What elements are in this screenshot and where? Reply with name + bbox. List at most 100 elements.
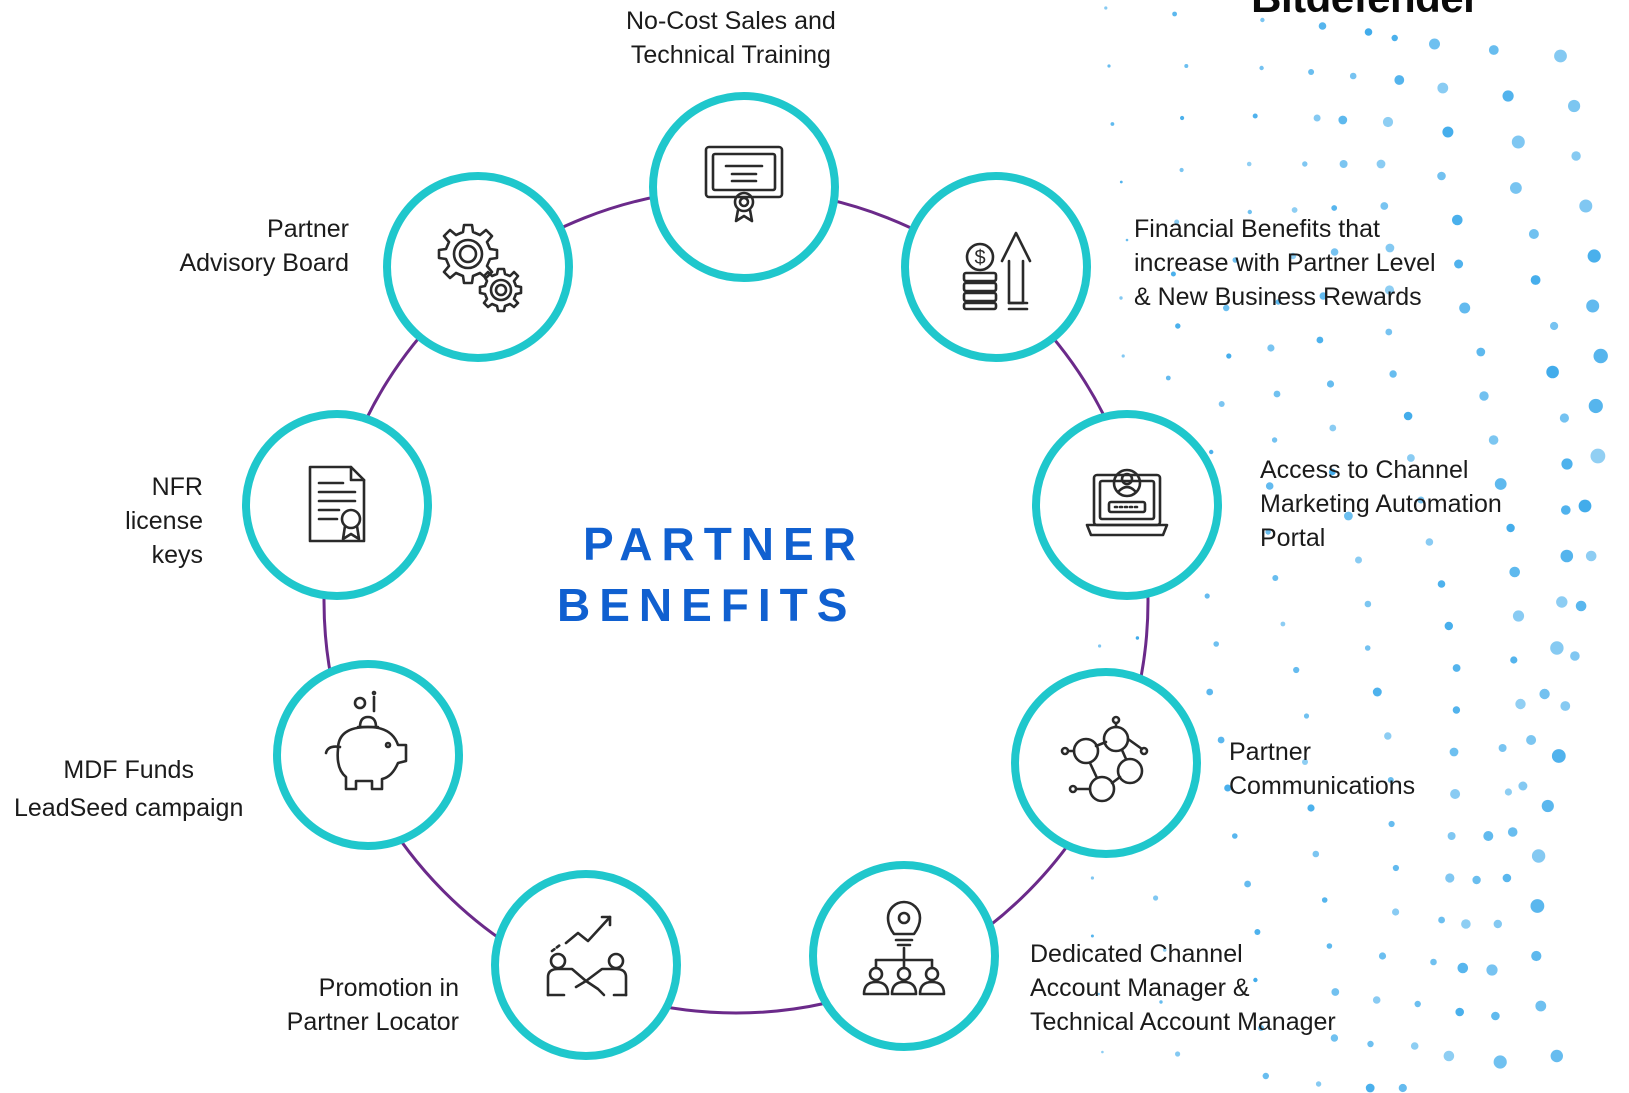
decorative-dot bbox=[1206, 688, 1214, 696]
decorative-dot bbox=[1289, 252, 1297, 260]
coins-arrow-icon: $ bbox=[962, 231, 1032, 311]
decorative-dot bbox=[1329, 424, 1337, 432]
decorative-dot bbox=[1259, 65, 1264, 71]
decorative-dot bbox=[1384, 285, 1395, 295]
node-training bbox=[649, 92, 839, 282]
decorative-dot bbox=[1586, 299, 1600, 313]
decorative-dot bbox=[1578, 499, 1592, 513]
decorative-dot bbox=[1097, 992, 1100, 996]
decorative-dot bbox=[1308, 69, 1315, 75]
decorative-dot bbox=[1593, 348, 1608, 364]
lightbulb-team-icon bbox=[862, 900, 946, 996]
decorative-dot bbox=[1443, 1050, 1455, 1062]
decorative-dot bbox=[1447, 832, 1456, 840]
decorative-dot bbox=[1175, 323, 1181, 329]
decorative-dot bbox=[1417, 496, 1425, 504]
decorative-dot bbox=[1392, 864, 1399, 872]
decorative-dot bbox=[1378, 952, 1387, 960]
decorative-dot bbox=[1452, 706, 1461, 714]
decorative-dot bbox=[1258, 1025, 1264, 1031]
decorative-dot bbox=[1389, 370, 1397, 378]
decorative-dot bbox=[1344, 511, 1353, 521]
decorative-dot bbox=[1372, 687, 1382, 697]
decorative-dot bbox=[1452, 214, 1463, 226]
decorative-dot bbox=[1398, 1083, 1407, 1093]
decorative-dot bbox=[1461, 919, 1471, 929]
decorative-dot bbox=[1414, 1000, 1421, 1008]
decorative-dot bbox=[1442, 126, 1454, 138]
decorative-dot bbox=[1302, 759, 1308, 765]
decorative-dot bbox=[1180, 115, 1185, 121]
decorative-dot bbox=[1515, 698, 1526, 710]
decorative-dot bbox=[1494, 478, 1507, 490]
decorative-dot bbox=[1364, 645, 1371, 651]
decorative-dot bbox=[1330, 1034, 1339, 1042]
svg-text:$: $ bbox=[974, 247, 985, 269]
decorative-dot bbox=[1541, 799, 1554, 813]
decorative-dot bbox=[1338, 115, 1348, 125]
decorative-dot bbox=[1556, 596, 1568, 608]
decorative-dot bbox=[1153, 895, 1159, 901]
decorative-dot bbox=[1530, 275, 1541, 285]
decorative-dot bbox=[1502, 90, 1514, 102]
handshake-growth-icon bbox=[546, 915, 628, 997]
decorative-dot bbox=[1170, 271, 1176, 277]
decorative-dot bbox=[1271, 437, 1278, 443]
decorative-dot bbox=[1506, 523, 1515, 533]
decorative-dot bbox=[1364, 28, 1373, 36]
decorative-dot bbox=[1107, 64, 1111, 68]
decorative-dot bbox=[1159, 1000, 1163, 1004]
decorative-dot bbox=[1315, 1081, 1322, 1087]
decorative-dot bbox=[1313, 114, 1321, 122]
decorative-dot bbox=[1172, 11, 1177, 17]
decorative-dot bbox=[1365, 1083, 1375, 1093]
decorative-dot bbox=[1293, 666, 1300, 674]
node-portal bbox=[1032, 410, 1222, 600]
decorative-dot bbox=[1502, 873, 1512, 883]
decorative-dot bbox=[1204, 593, 1210, 599]
decorative-dot bbox=[1531, 849, 1546, 863]
decorative-dot bbox=[1498, 744, 1507, 752]
decorative-dot bbox=[1430, 958, 1437, 966]
decorative-dot bbox=[1331, 988, 1340, 996]
decorative-dot bbox=[1476, 347, 1486, 357]
decorative-dot bbox=[1175, 1051, 1181, 1057]
network-people-icon bbox=[1060, 715, 1149, 803]
decorative-dot bbox=[1452, 664, 1461, 672]
decorative-dot bbox=[1267, 344, 1275, 352]
decorative-dot bbox=[1119, 180, 1123, 184]
decorative-dot bbox=[1349, 72, 1357, 80]
decorative-dot bbox=[1535, 1000, 1547, 1012]
decorative-dot bbox=[1213, 641, 1219, 647]
decorative-dot bbox=[1528, 229, 1539, 239]
decorative-dot bbox=[1479, 391, 1489, 401]
decorative-dot bbox=[1459, 302, 1471, 314]
decorative-dot bbox=[1232, 257, 1239, 263]
decorative-dot bbox=[1224, 784, 1232, 792]
decorative-dot bbox=[1391, 34, 1398, 42]
decorative-dot bbox=[1394, 75, 1405, 85]
decorative-dot bbox=[1312, 850, 1320, 858]
node-communications bbox=[1011, 668, 1201, 858]
decorative-dot bbox=[1392, 908, 1400, 916]
decorative-dot bbox=[1318, 22, 1327, 30]
decorative-dot bbox=[1162, 948, 1167, 952]
decorative-dot bbox=[1339, 160, 1348, 168]
decorative-dot bbox=[1125, 238, 1129, 242]
decorative-dot bbox=[1174, 219, 1180, 225]
decorative-dot bbox=[1486, 964, 1498, 976]
decorative-dot bbox=[1252, 113, 1258, 119]
decorative-dot bbox=[1291, 207, 1298, 213]
gears-icon bbox=[437, 223, 523, 313]
decorative-dot bbox=[1568, 99, 1581, 113]
decorative-dot bbox=[1551, 749, 1566, 763]
decorative-dot bbox=[1588, 398, 1603, 414]
decorative-dot bbox=[1491, 1011, 1500, 1021]
decorative-dot bbox=[1355, 556, 1362, 564]
